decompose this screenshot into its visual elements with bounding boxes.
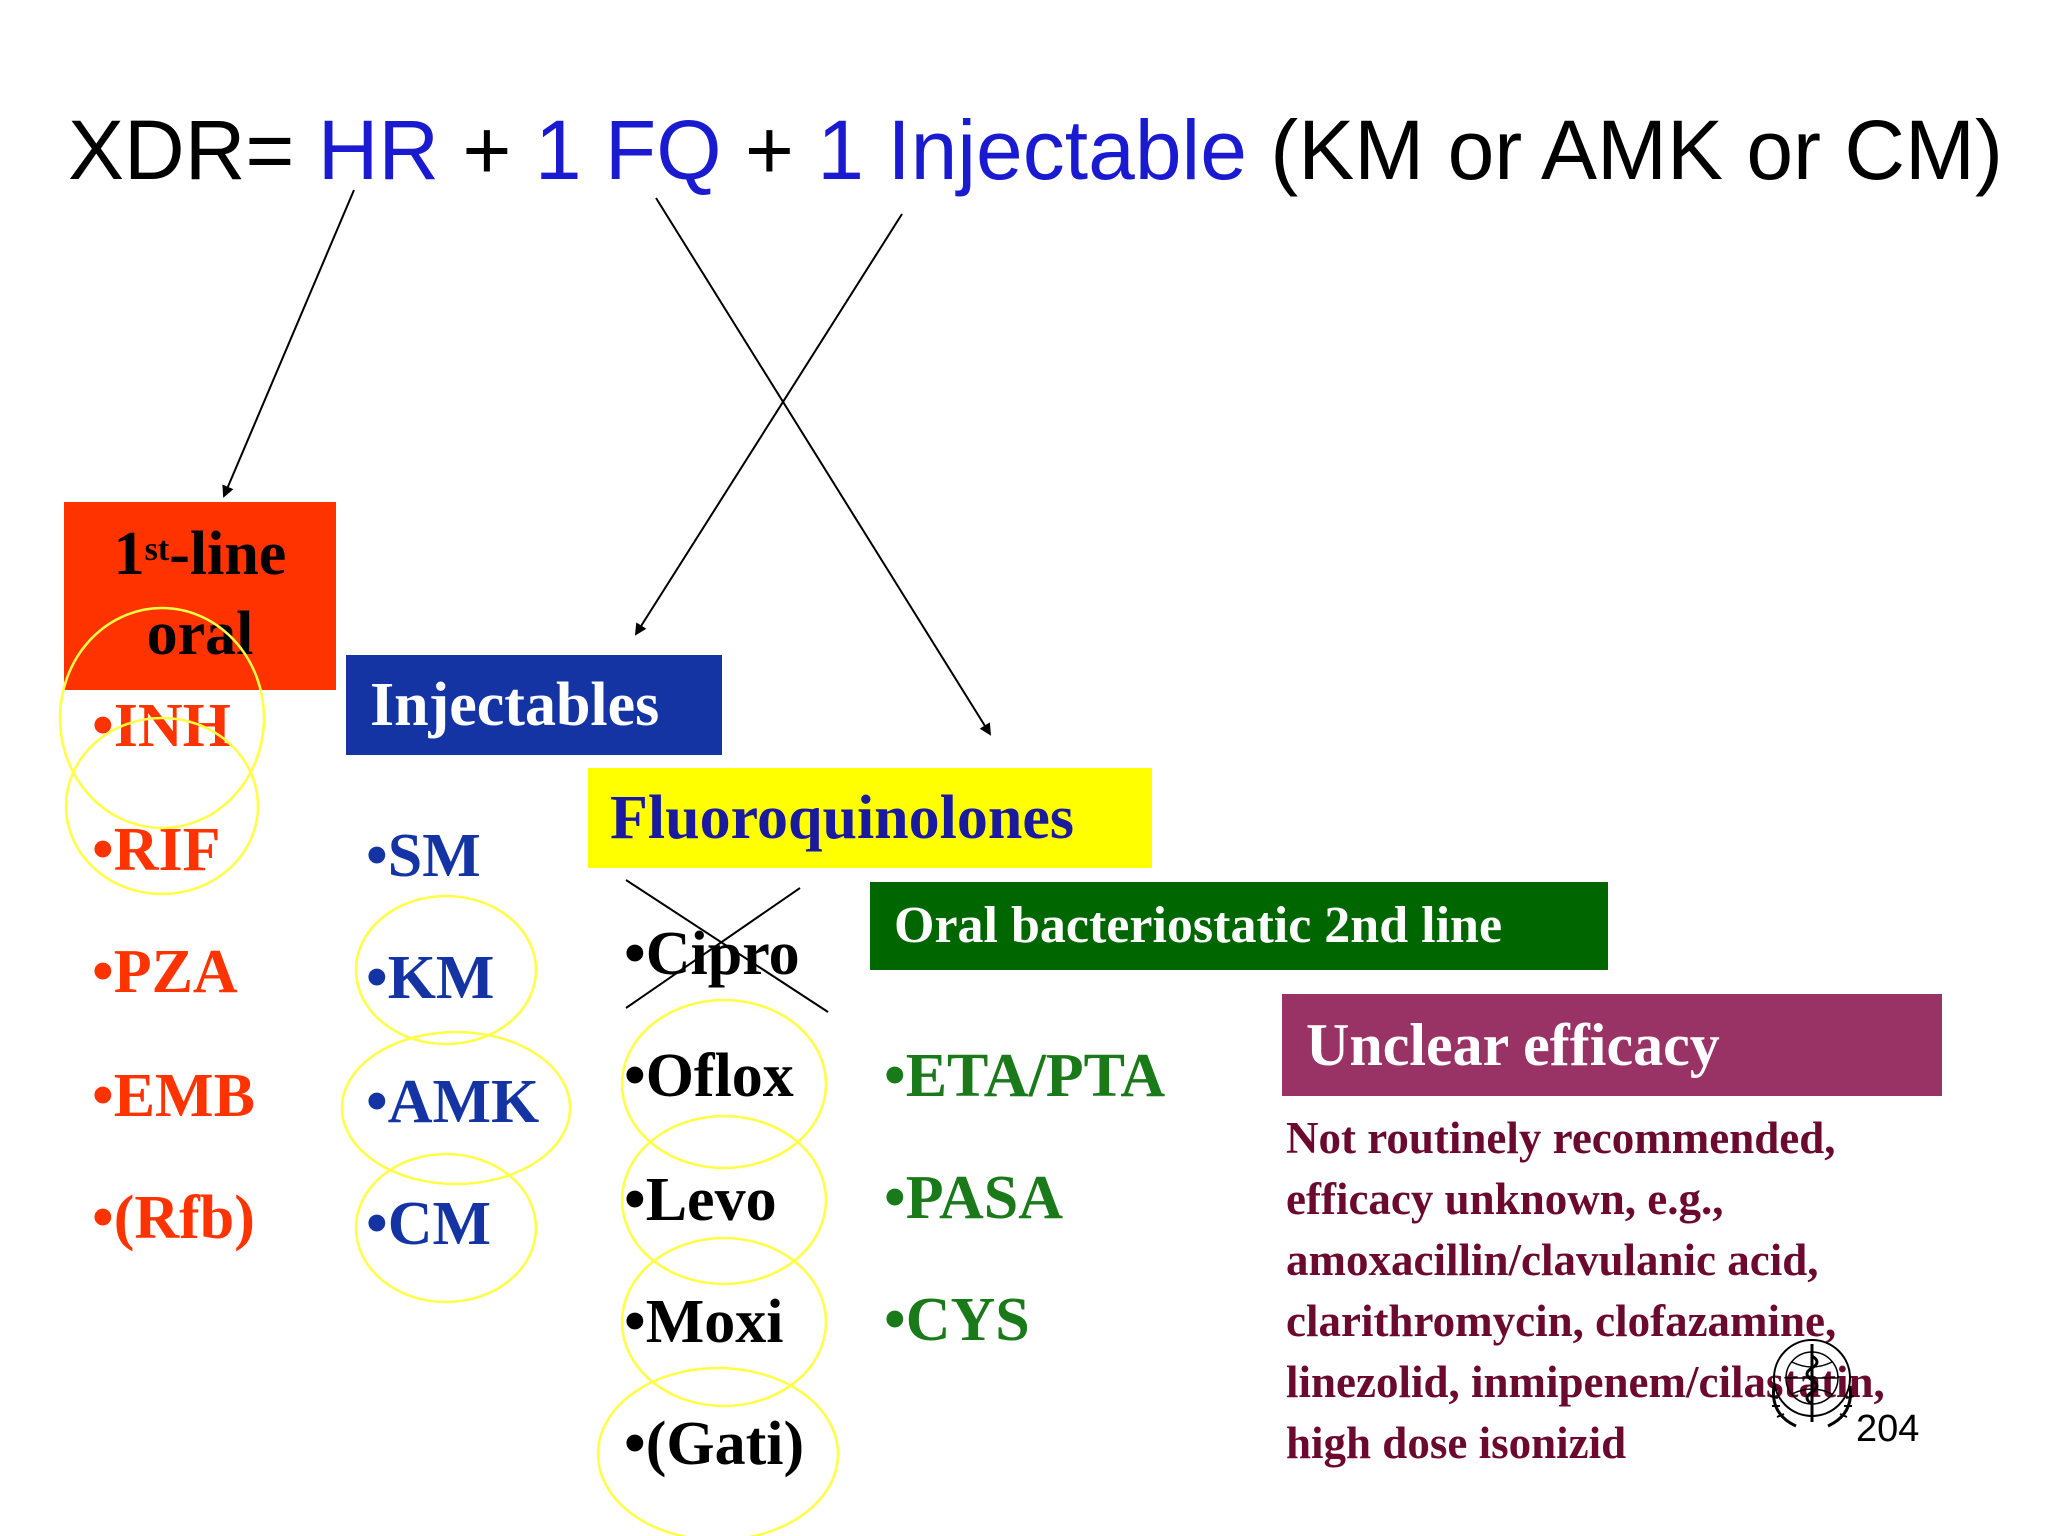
first-line-header-number: 1	[113, 520, 145, 588]
first-line-item-emb: •EMB	[92, 1062, 255, 1130]
first-line-item-inh: •INH	[92, 692, 231, 760]
unclear-line: Not routinely recommended,	[1286, 1113, 1836, 1163]
first-line-header-line2: oral	[146, 600, 254, 668]
oral-item-pasa: •PASA	[884, 1164, 1064, 1232]
fq-item-levo: •Levo	[624, 1166, 777, 1234]
title-injectable: 1 Injectable	[817, 103, 1247, 197]
first-line-item-pza: •PZA	[92, 938, 238, 1006]
first-line-item-rfb: •(Rfb)	[92, 1184, 255, 1252]
unclear-line: efficacy unknown, e.g.,	[1286, 1174, 1724, 1224]
unclear-line: linezolid, inmipenem/cilastatin,	[1286, 1357, 1885, 1407]
oral-item-cys: •CYS	[884, 1286, 1030, 1354]
fq-item-cipro: •Cipro	[624, 920, 800, 988]
first-line-header-superscript: st	[144, 531, 170, 568]
unclear-line: clarithromycin, clofazamine,	[1286, 1296, 1837, 1346]
injectables-item-cm: •CM	[366, 1190, 491, 1258]
title-hr: HR	[317, 103, 440, 197]
unclear-efficacy-text: Not routinely recommended, efficacy unkn…	[1286, 1108, 1986, 1474]
first-line-header-rest: -line	[169, 520, 287, 588]
page-number: 204	[1856, 1408, 1920, 1450]
arrow-injectable-to-injectables	[634, 213, 903, 636]
title-fq: 1 FQ	[534, 103, 722, 197]
title-prefix: XDR=	[68, 103, 295, 197]
slide-title: XDR= HR + 1 FQ + 1 Injectable (KM or AMK…	[68, 100, 2003, 201]
arrow-hr-to-first-line	[222, 189, 355, 498]
fq-item-moxi: •Moxi	[624, 1288, 784, 1356]
who-emblem-icon	[1769, 1339, 1855, 1428]
arrow-fq-to-fluoroquinolones	[655, 197, 992, 736]
title-plus-2: +	[744, 103, 794, 197]
fluoroquinolones-header: Fluoroquinolones	[588, 768, 1152, 868]
injectables-item-sm: •SM	[366, 822, 481, 890]
unclear-line: amoxacillin/clavulanic acid,	[1286, 1235, 1819, 1285]
oral-item-eta-pta: •ETA/PTA	[884, 1042, 1166, 1110]
title-suffix: (KM or AMK or CM)	[1270, 103, 2003, 197]
unclear-line: high dose isonizid	[1286, 1418, 1627, 1468]
injectables-header: Injectables	[346, 655, 722, 755]
injectables-item-km: •KM	[366, 944, 495, 1012]
fq-item-gati: •(Gati)	[624, 1410, 805, 1478]
title-plus-1: +	[462, 103, 512, 197]
injectables-item-amk: •AMK	[366, 1068, 540, 1136]
first-line-oral-header: 1st-line oral	[64, 502, 336, 690]
unclear-efficacy-header: Unclear efficacy	[1282, 994, 1942, 1096]
fq-item-oflox: •Oflox	[624, 1042, 794, 1110]
oral-bacteriostatic-header: Oral bacteriostatic 2nd line	[870, 882, 1608, 970]
first-line-item-rif: •RIF	[92, 816, 221, 884]
